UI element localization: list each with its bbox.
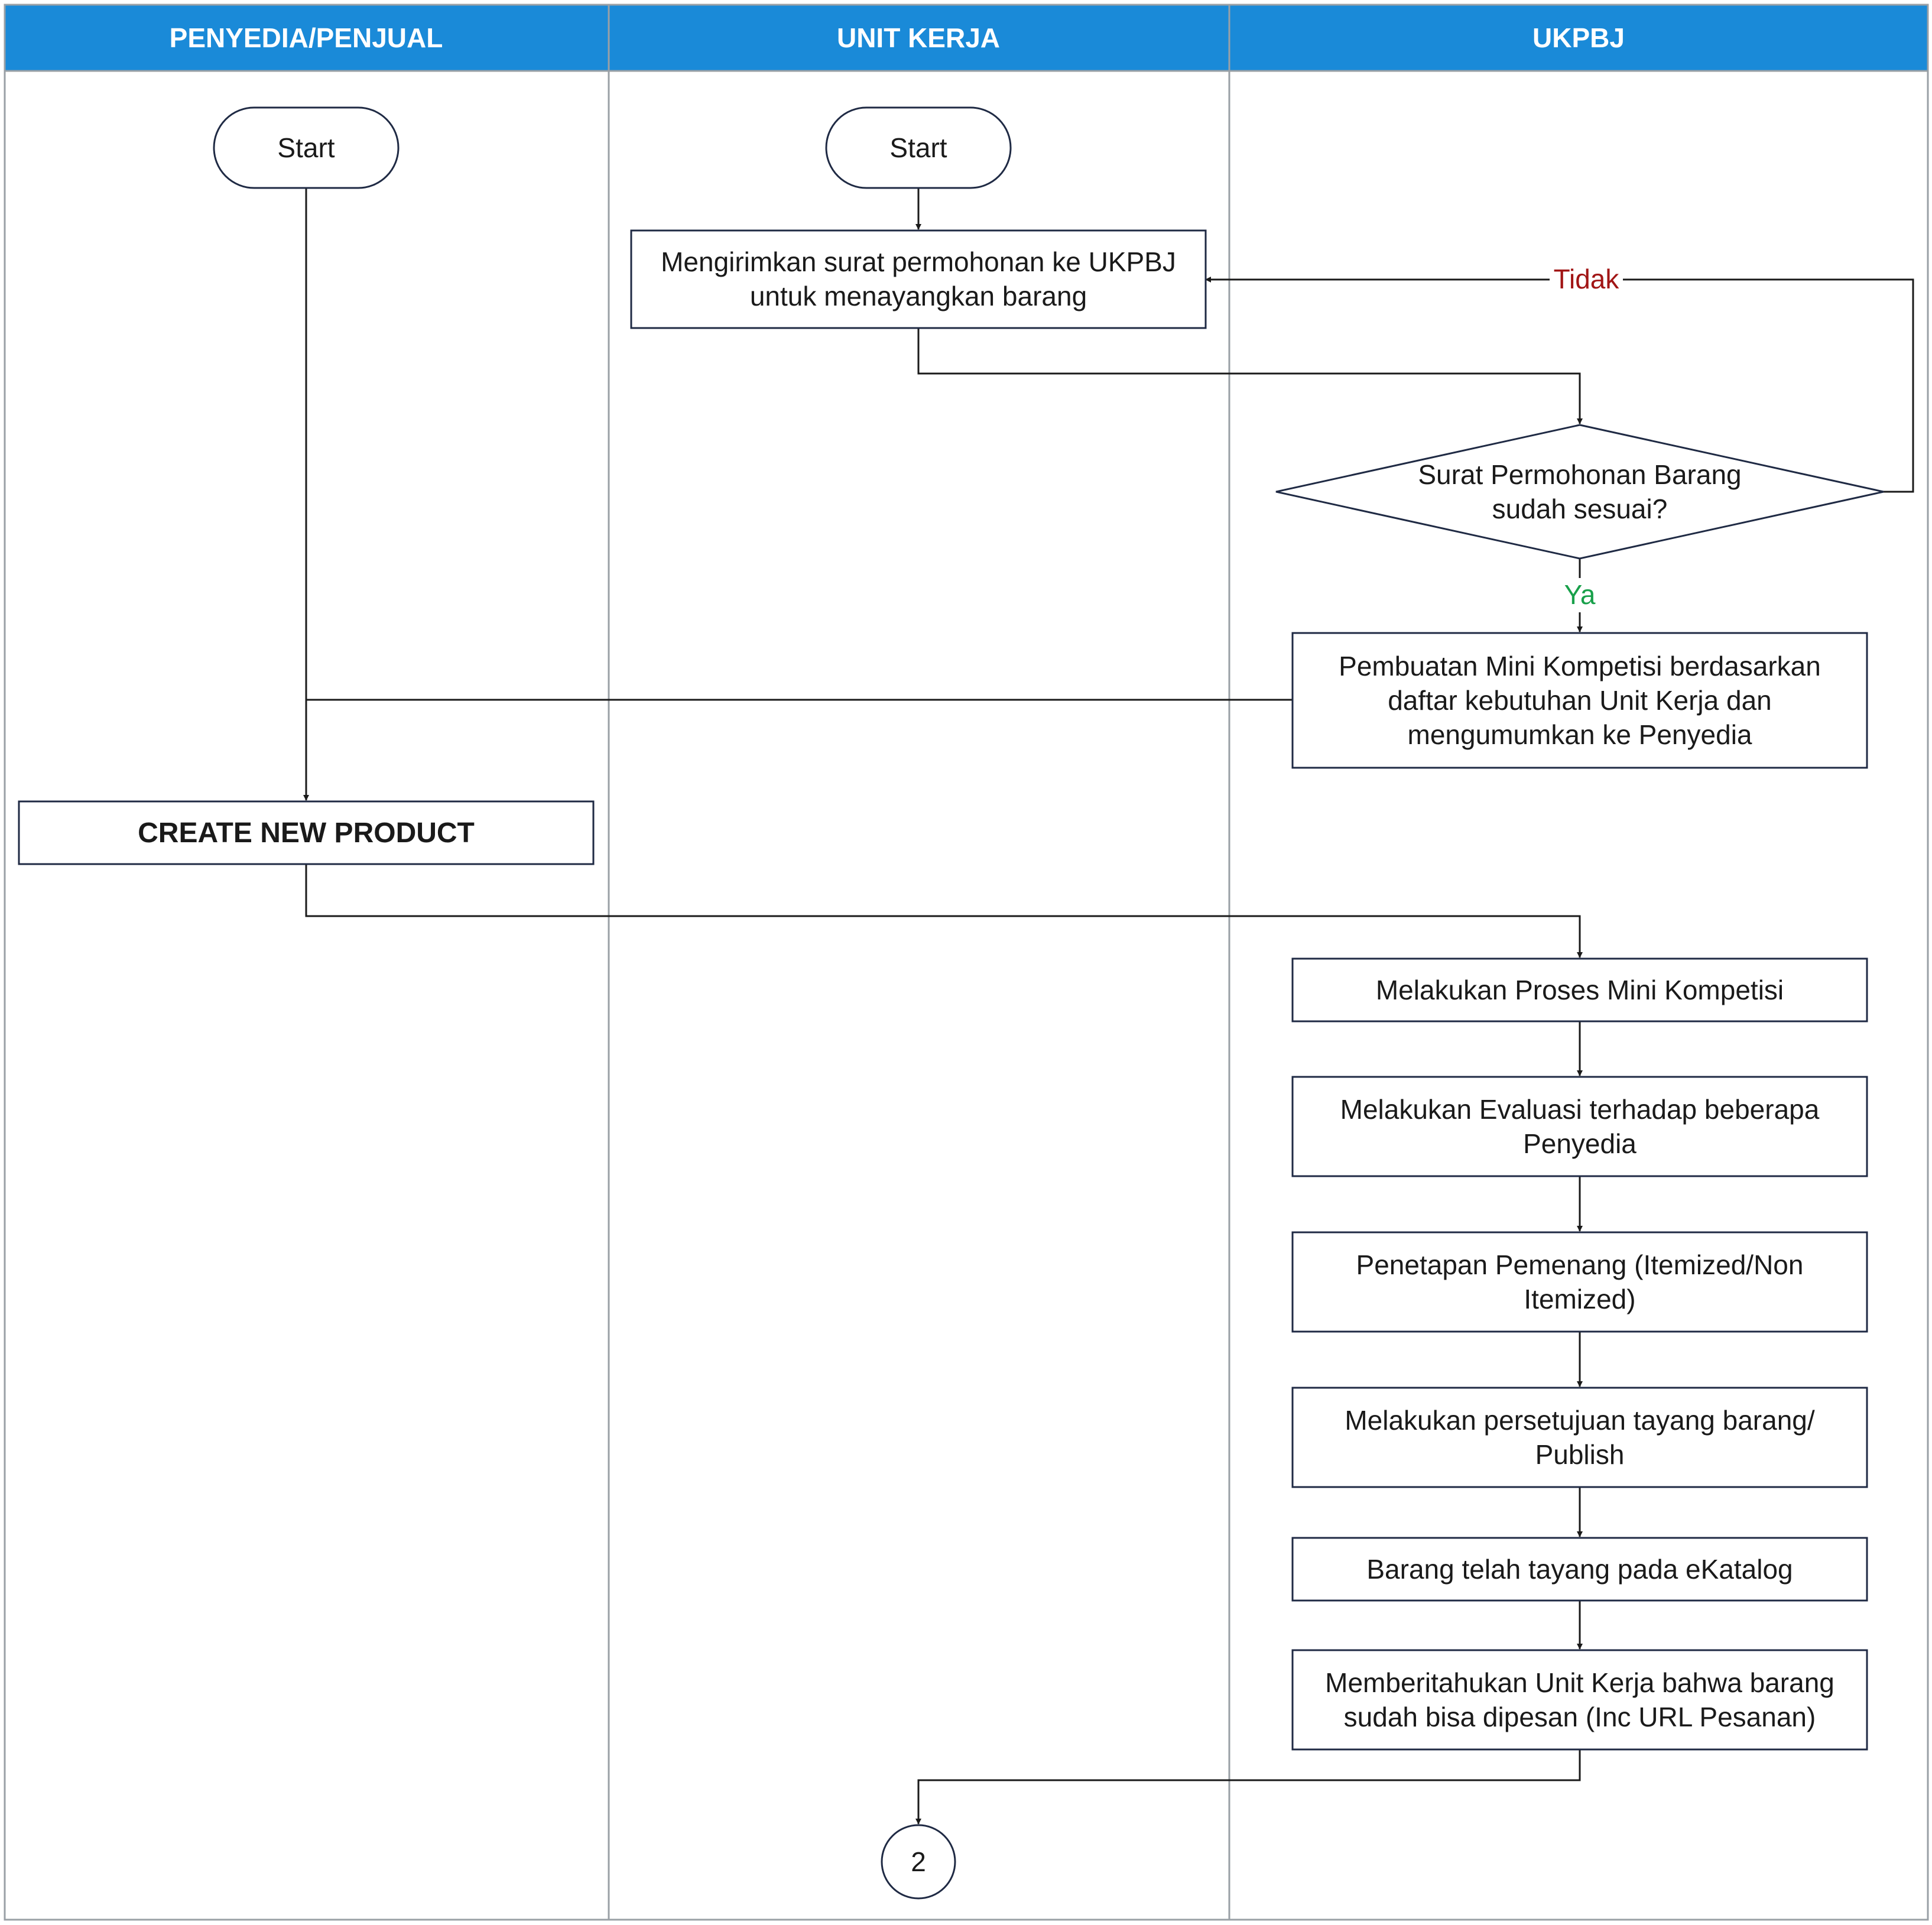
process-box xyxy=(18,800,595,865)
node-text-line: Penyedia xyxy=(1523,1128,1636,1159)
node-text-line: CREATE NEW PRODUCT xyxy=(138,817,475,849)
node-text: Melakukan Proses Mini Kompetisi xyxy=(1376,975,1784,1005)
decision-diamond xyxy=(1275,424,1884,560)
label-no-bg xyxy=(1550,262,1623,296)
start-terminal-unit-kerja: Start xyxy=(825,106,1012,189)
process-kirim-surat: Mengirimkan surat permohonan ke UKPBJ unt… xyxy=(630,229,1207,329)
node-text: Barang telah tayang pada eKatalog xyxy=(1366,1554,1793,1585)
node-text-line: Publish xyxy=(1535,1439,1625,1470)
label-yes-bg xyxy=(1558,578,1602,612)
process-box xyxy=(1291,1537,1868,1602)
node-text: Surat Permohonan Barang sudah sesuai? xyxy=(1418,459,1741,524)
node-text-line: sudah sesuai? xyxy=(1492,494,1668,524)
node-text-line: Penetapan Pemenang (Itemized/Non xyxy=(1356,1249,1804,1280)
node-text: Memberitahukan Unit Kerja bahwa barang su… xyxy=(1325,1667,1834,1732)
node-text-line: sudah bisa dipesan (Inc URL Pesanan) xyxy=(1344,1702,1816,1732)
process-barang-tayang: Barang telah tayang pada eKatalog xyxy=(1291,1537,1868,1602)
edge-create-to-proses xyxy=(305,864,1583,958)
node-text-line: Mengirimkan surat permohonan ke UKPBJ xyxy=(661,246,1176,277)
process-memberitahukan-unit-kerja: Memberitahukan Unit Kerja bahwa barang su… xyxy=(1291,1649,1868,1751)
edge-labels: Tidak Ya xyxy=(1550,262,1623,612)
node-text-line: daftar kebutuhan Unit Kerja dan xyxy=(1388,685,1772,716)
start-terminal-penyedia: Start xyxy=(213,106,400,189)
node-text: Melakukan persetujuan tayang barang/Publ… xyxy=(1345,1405,1815,1470)
label-yes: Ya xyxy=(1564,579,1596,610)
lane-title-unit-kerja: UNIT KERJA xyxy=(837,22,1000,53)
node-text-line: mengumumkan ke Penyedia xyxy=(1408,719,1752,750)
process-persetujuan-tayang: Melakukan persetujuan tayang barang/Publ… xyxy=(1291,1387,1868,1488)
process-create-new-product: CREATE NEW PRODUCT xyxy=(18,800,595,865)
node-text-line: Start xyxy=(889,132,947,163)
node-text-line: Melakukan Evaluasi terhadap beberapa xyxy=(1340,1094,1820,1125)
connector-circle xyxy=(881,1824,956,1900)
process-box xyxy=(1291,632,1868,769)
terminal-shape xyxy=(213,106,400,189)
process-box xyxy=(1291,1649,1868,1751)
terminal-shape xyxy=(825,106,1012,189)
node-text-line: Start xyxy=(277,132,335,163)
node-text-line: Surat Permohonan Barang xyxy=(1418,459,1741,490)
lane-title-penyedia: PENYEDIA/PENJUAL xyxy=(170,22,443,53)
swimlane-frame: PENYEDIA/PENJUAL UNIT KERJA UKPBJ xyxy=(4,4,1929,1921)
lane-title-ukpbj: UKPBJ xyxy=(1532,22,1625,53)
node-text-line: Melakukan Proses Mini Kompetisi xyxy=(1376,975,1784,1005)
node-text: 2 xyxy=(911,1846,926,1877)
process-box xyxy=(1291,1231,1868,1333)
swimlane-header-bar xyxy=(5,5,1928,71)
process-box xyxy=(1291,1076,1868,1177)
edge-kirim-to-decision xyxy=(917,328,1583,424)
process-proses-mini-kompetisi: Melakukan Proses Mini Kompetisi xyxy=(1291,957,1868,1022)
node-text: Mengirimkan surat permohonan ke UKPBJ unt… xyxy=(661,246,1176,311)
process-box xyxy=(1291,957,1868,1022)
decision-surat-sesuai: Surat Permohonan Barang sudah sesuai? xyxy=(1275,424,1884,560)
node-text-line: Melakukan persetujuan tayang barang/ xyxy=(1345,1405,1815,1436)
node-text-line: Itemized) xyxy=(1524,1284,1635,1314)
node-text-line: Pembuatan Mini Kompetisi berdasarkan xyxy=(1339,651,1821,681)
node-text: Start xyxy=(277,132,335,163)
node-text: Start xyxy=(889,132,947,163)
node-text: CREATE NEW PRODUCT xyxy=(138,817,475,849)
offpage-connector-2: 2 xyxy=(881,1824,956,1900)
process-box xyxy=(1291,1387,1868,1488)
node-text-line: Barang telah tayang pada eKatalog xyxy=(1366,1554,1793,1585)
swimlane-outer-border xyxy=(4,4,1929,1921)
process-pembuatan-mini-kompetisi: Pembuatan Mini Kompetisi berdasarkan daft… xyxy=(1291,632,1868,769)
node-text-line: untuk menayangkan barang xyxy=(750,281,1087,311)
node-text: Pembuatan Mini Kompetisi berdasarkan daft… xyxy=(1339,651,1821,750)
nodes: Start Start Mengirimkan surat permohonan… xyxy=(18,106,1884,1900)
process-box xyxy=(630,229,1207,329)
label-no: Tidak xyxy=(1554,264,1620,294)
node-text-line: 2 xyxy=(911,1846,926,1877)
edge-memberitahukan-to-connector xyxy=(915,1749,1581,1825)
node-text-line: Memberitahukan Unit Kerja bahwa barang xyxy=(1325,1667,1834,1698)
